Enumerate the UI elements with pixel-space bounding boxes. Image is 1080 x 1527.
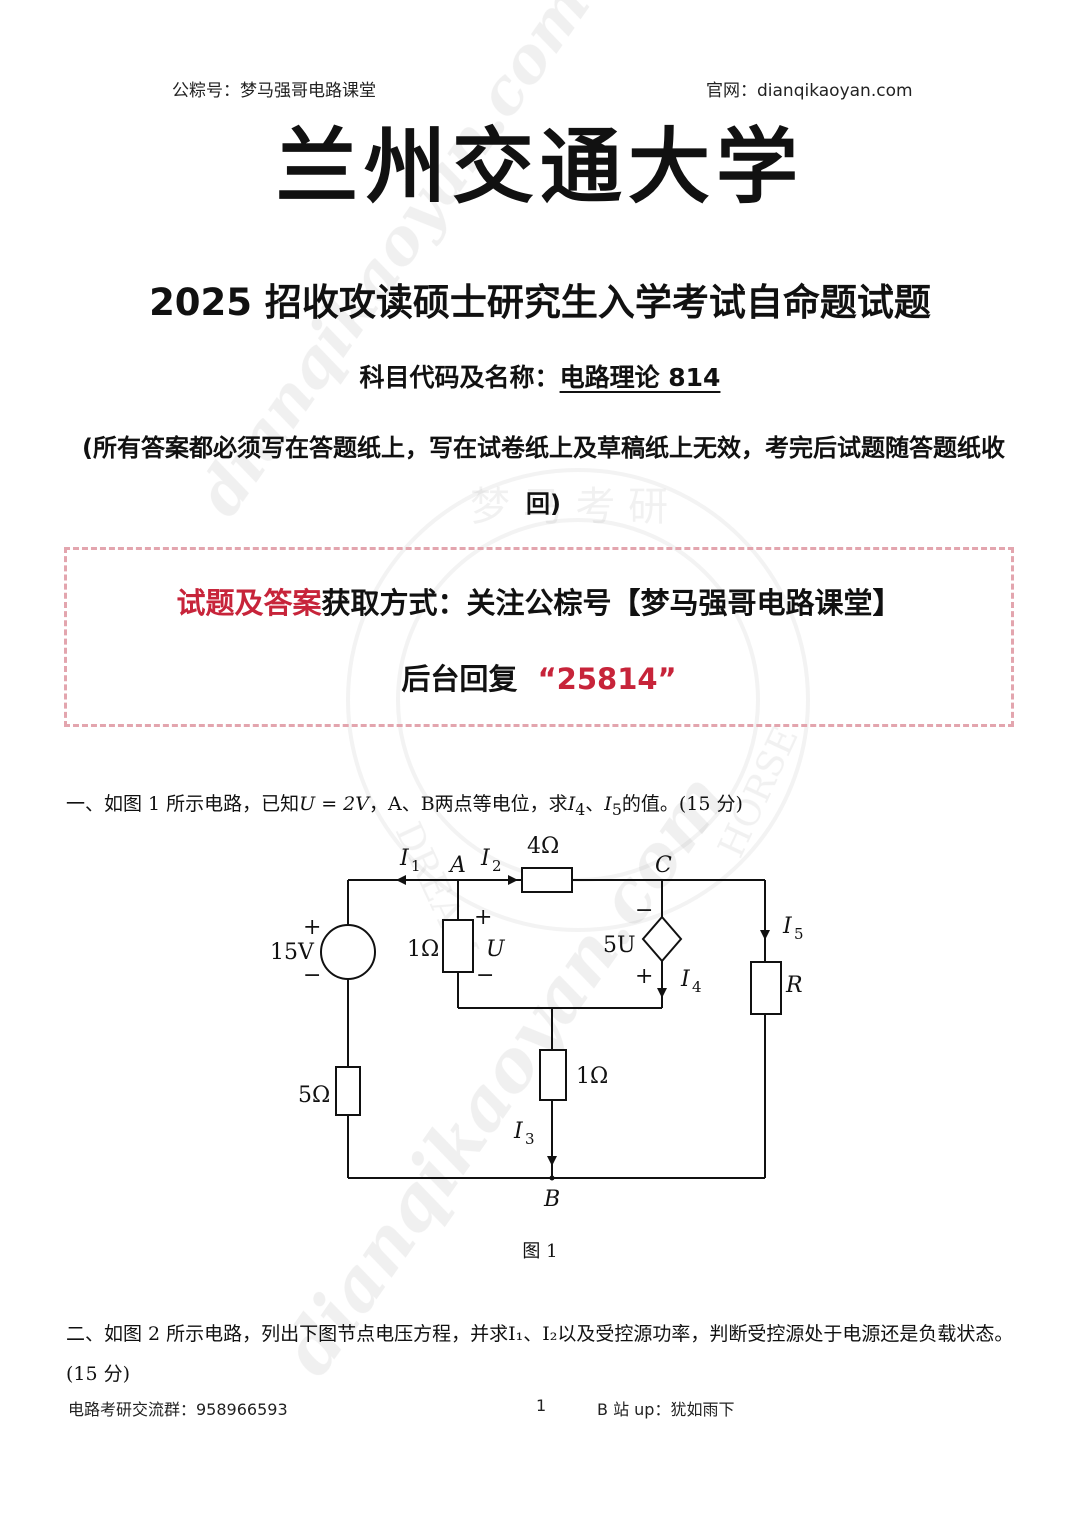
subject-value: 电路理论 814 — [559, 363, 721, 392]
label-node-b: B — [543, 1187, 560, 1212]
q1-lead: 一、如图 1 所示电路，已知 — [66, 793, 300, 815]
label-4ohm: 4Ω — [527, 834, 559, 859]
q1-mid: ，A、B两点等电位，求 — [369, 793, 568, 815]
promo-line-1: 试题及答案获取方式：关注公棕号【梦马强哥电路课堂】 — [64, 580, 1014, 622]
label-dep-plus: + — [635, 964, 653, 989]
label-dep-minus: − — [635, 898, 653, 923]
label-i4: I — [680, 967, 691, 992]
resistor-1ohm-a — [442, 919, 474, 973]
resistor-r — [750, 961, 782, 1015]
promo-text-1: 获取方式：关注公棕号【梦马强哥电路课堂】 — [321, 586, 902, 620]
label-15v: 15V — [270, 940, 315, 965]
university-name: 兰州交通大学 — [275, 120, 804, 215]
question-2: 二、如图 2 所示电路，列出下图节点电压方程，并求I₁、I₂以及受控源功率，判断… — [66, 1323, 1014, 1385]
label-i3: I — [513, 1119, 524, 1144]
label-node-c: C — [655, 853, 672, 878]
promo-line-2: 后台回复 “25814” — [64, 656, 1014, 698]
arrow-i3 — [547, 1156, 557, 1166]
label-i5-sub: 5 — [794, 925, 804, 943]
subject-label: 科目代码及名称： — [359, 363, 560, 392]
resistor-5ohm — [335, 1066, 361, 1116]
label-u: U — [486, 937, 506, 962]
promo-box — [64, 547, 1014, 727]
label-i2-sub: 2 — [492, 857, 502, 875]
label-5u: 5U — [603, 933, 636, 958]
q1-condition: U = 2V — [299, 793, 369, 815]
promo-code: “25814” — [537, 662, 677, 696]
label-i3-sub: 3 — [525, 1130, 535, 1148]
q1-i5: I — [604, 793, 612, 815]
footer-group: 电路考研交流群：958966593 — [68, 1400, 288, 1419]
header-website: 官网：dianqikaoyan.com — [706, 81, 913, 101]
arrow-i5 — [760, 930, 770, 940]
label-15v-plus: + — [303, 915, 321, 940]
q1-tail: 的值。(15 分) — [621, 793, 743, 815]
node-b-dot — [549, 1175, 555, 1181]
label-15v-minus: − — [303, 963, 321, 988]
promo-highlight: 试题及答案 — [176, 586, 322, 620]
label-i4-sub: 4 — [692, 978, 702, 996]
q1-sep: 、 — [585, 793, 605, 815]
q1-i4: I — [567, 793, 576, 815]
arrow-i4 — [657, 988, 667, 998]
promo-text-2: 后台回复 — [401, 662, 518, 696]
arrow-i1 — [396, 875, 406, 885]
label-5ohm: 5Ω — [298, 1083, 330, 1108]
figure-1-caption: 图 1 — [522, 1241, 558, 1262]
arrow-i2 — [508, 875, 518, 885]
resistor-1ohm-b — [539, 1049, 567, 1101]
label-node-a: A — [448, 853, 466, 878]
q1-i4-sub: 4 — [575, 799, 586, 819]
circuit-figure-1: I 1 A I 2 4Ω C I 5 + 15V − 1Ω + U − − 5U… — [270, 834, 804, 1212]
label-i1-sub: 1 — [411, 857, 421, 875]
header-account: 公粽号：梦马强哥电路课堂 — [172, 81, 376, 101]
label-u-plus: + — [474, 905, 492, 930]
q1-i5-sub: 5 — [611, 799, 622, 819]
label-r: R — [785, 973, 803, 998]
exam-title: 2025 招收攻读硕士研究生入学考试自命题试题 — [149, 281, 931, 324]
page-number: 1 — [536, 1396, 547, 1415]
label-u-minus: − — [476, 963, 494, 988]
exam-notice: (所有答案都必须写在答题纸上，写在试卷纸上及草稿纸上无效，考完后试题随答题纸收回… — [82, 434, 1005, 518]
label-1ohm-b: 1Ω — [576, 1064, 608, 1089]
footer-up: B 站 up：犹如雨下 — [597, 1400, 735, 1419]
subject-line: 科目代码及名称：电路理论 814 — [0, 358, 1080, 394]
label-i5: I — [782, 914, 793, 939]
label-i2: I — [480, 846, 491, 871]
label-i1: I — [399, 846, 410, 871]
dependent-source-5u — [641, 915, 683, 963]
label-1ohm-a: 1Ω — [407, 937, 439, 962]
resistor-4ohm — [521, 867, 573, 893]
voltage-source-15v — [320, 924, 376, 980]
question-1: 一、如图 1 所示电路，已知U = 2V，A、B两点等电位，求I4、I5的值。(… — [66, 788, 743, 826]
